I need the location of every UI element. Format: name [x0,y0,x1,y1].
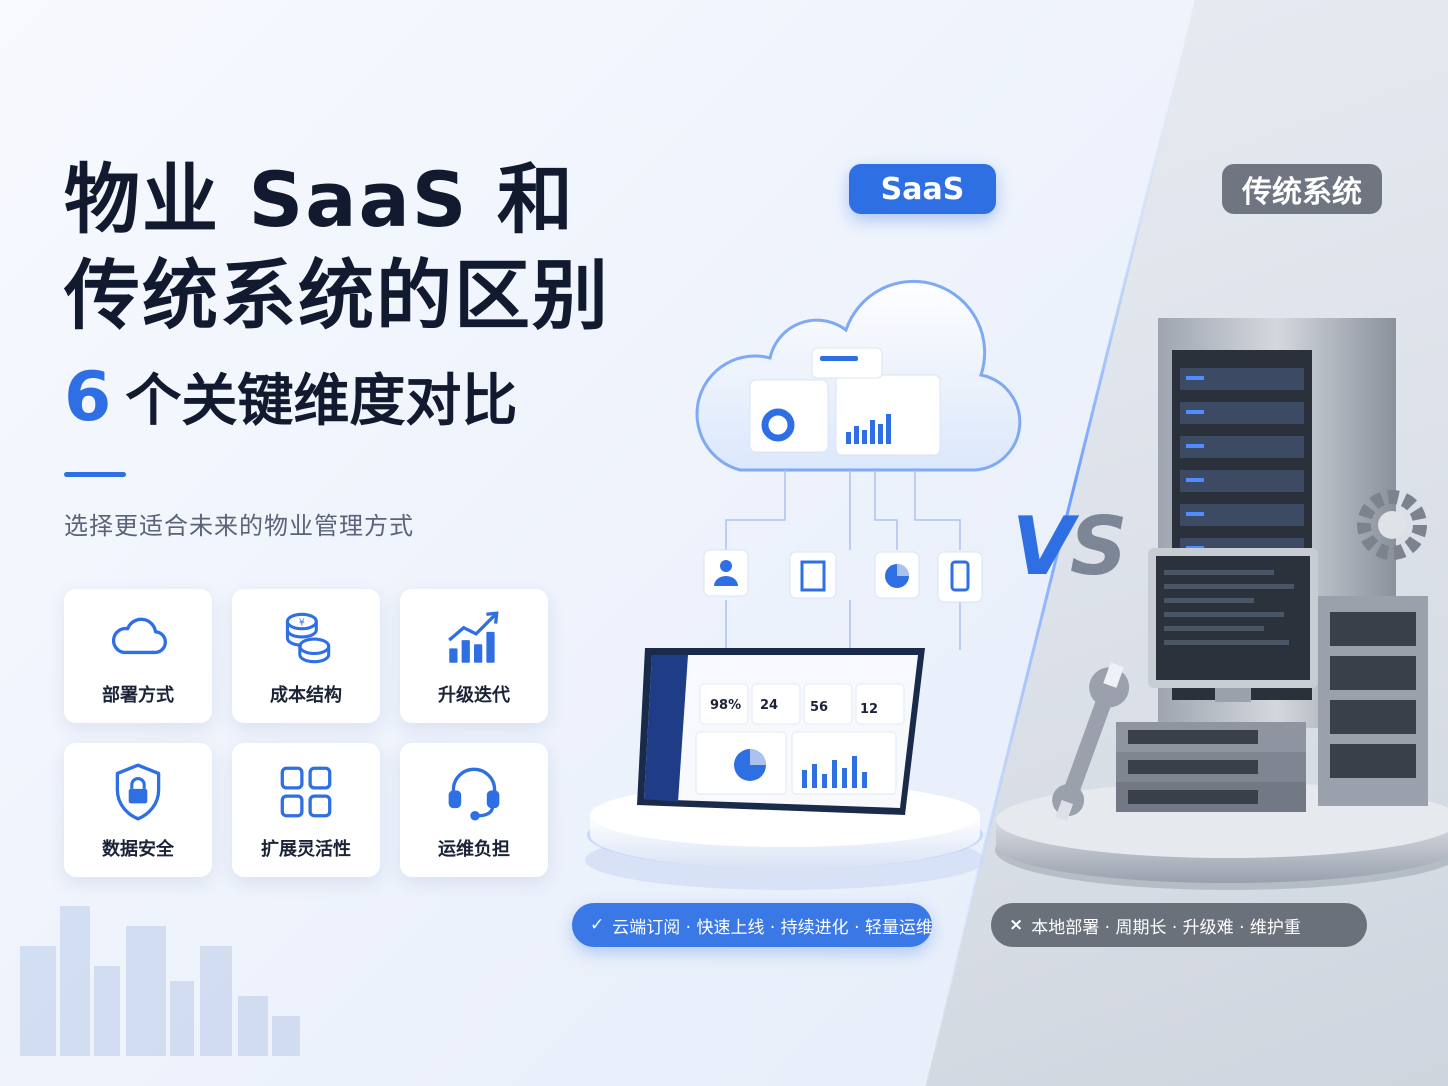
gear-icon [1357,490,1427,560]
svg-text:¥: ¥ [299,618,305,629]
dimension-label: 成本结构 [270,685,342,706]
vs-letter-v: V [1012,500,1074,593]
phone-icon [937,551,983,603]
check-icon: ✓ [590,915,605,935]
stat-value: 24 [760,698,778,713]
dimension-card-cost[interactable]: ¥ 成本结构 [232,589,380,723]
coins-icon: ¥ [285,612,331,664]
dimension-card-security[interactable]: 数据安全 [64,743,212,877]
title-line-1: 物业 SaaS 和 [64,155,575,244]
growth-chart-icon [448,611,499,663]
tablet-dashboard: 98% 24 56 12 [637,648,925,815]
dimension-label: 升级迭代 [438,685,510,706]
headset-icon [448,767,500,821]
dimension-card-maintenance[interactable]: 运维负担 [400,743,548,877]
stat-value: 98% [710,698,741,713]
traditional-summary-text: 本地部署 · 周期长 · 升级难 · 维护重 [1031,917,1301,938]
shield-lock-icon [115,763,161,821]
saas-badge: SaaS [849,164,996,214]
tagline: 选择更适合未来的物业管理方式 [64,512,414,540]
monitor-icon [1148,548,1318,702]
title-line-2: 传统系统的区别 [64,251,610,340]
stat-value: 12 [860,702,878,717]
dimension-card-scalability[interactable]: 扩展灵活性 [232,743,380,877]
pie-chart-icon [874,551,920,599]
dimension-cards: 部署方式 ¥ 成本结构 升级迭代 [64,589,548,877]
dimension-label: 部署方式 [102,685,174,706]
grid-icon [280,766,332,818]
saas-summary-pill: ✓ 云端订阅 · 快速上线 · 持续进化 · 轻量运维 [572,903,933,947]
dimension-label: 数据安全 [102,839,174,860]
page-title: 物业 SaaS 和 传统系统的区别 [64,152,610,344]
server-stack [1116,596,1428,812]
vs-label: VS [1012,500,1128,593]
building-icon [789,551,837,599]
cloud-icon [695,279,1022,472]
dimension-card-upgrade[interactable]: 升级迭代 [400,589,548,723]
vs-letter-s: S [1069,500,1128,593]
dimension-label: 运维负担 [438,839,510,860]
traditional-summary-pill: × 本地部署 · 周期长 · 升级难 · 维护重 [991,903,1367,947]
saas-summary-text: 云端订阅 · 快速上线 · 持续进化 · 轻量运维 [612,917,933,938]
subtitle-text: 个关键维度对比 [125,369,518,434]
dimension-label: 扩展灵活性 [261,839,351,860]
dimension-card-deployment[interactable]: 部署方式 [64,589,212,723]
user-icon [703,549,749,597]
cross-icon: × [1009,915,1024,935]
subtitle-number: 6 [64,358,112,437]
cloud-icon [111,617,167,655]
traditional-badge: 传统系统 [1222,164,1382,214]
accent-divider [64,472,126,477]
city-skyline-icon [20,906,300,1056]
stat-value: 56 [810,700,828,715]
wrench-icon [1052,662,1130,821]
